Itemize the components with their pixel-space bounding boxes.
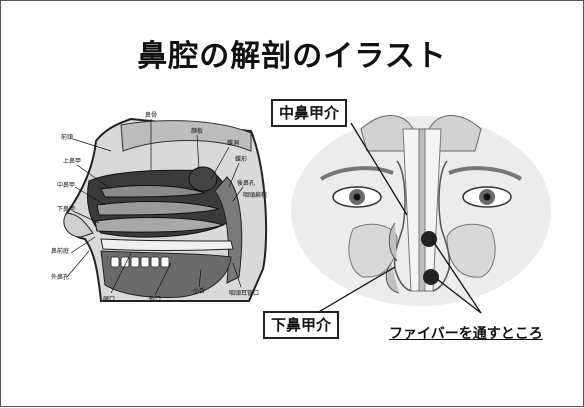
label-inferior-turbinate-small: 下鼻甲 bbox=[57, 205, 75, 213]
label-tube: 咽頭耳管口 bbox=[229, 289, 259, 297]
label-nasal-bone: 鼻骨 bbox=[145, 111, 157, 119]
label-frontal-bone: 前頭 bbox=[61, 133, 73, 141]
frontal-face-illustration bbox=[291, 116, 551, 314]
label-sphenoid: 蝶洞 bbox=[227, 139, 239, 147]
scope-point-upper bbox=[421, 231, 437, 247]
label-middle-turbinate-small: 中鼻甲 bbox=[57, 181, 75, 189]
label-nostril: 外鼻孔 bbox=[51, 273, 69, 281]
scope-point-lower bbox=[423, 269, 439, 285]
label-hard-palate: 硬口 bbox=[103, 296, 115, 303]
label-ethmoid: 篩板 bbox=[191, 127, 203, 135]
label-vestibule: 鼻前庭 bbox=[51, 247, 69, 255]
label-soft-palate: 軟口 bbox=[149, 295, 161, 303]
label-pharynx: 咽頭扁桃 bbox=[243, 191, 267, 199]
label-choana: 後鼻孔 bbox=[237, 179, 255, 187]
label-superior-turbinate: 上鼻甲 bbox=[63, 157, 81, 165]
sagittal-section-illustration: 前頭 鼻骨 上鼻甲 中鼻甲 下鼻甲 篩板 蝶洞 蝶形 後鼻孔 咽頭扁桃 鼻前庭 … bbox=[51, 111, 267, 303]
middle-turbinate-label: 中鼻甲介 bbox=[271, 99, 347, 127]
scope-path-label: ファイバーを通すところ bbox=[389, 323, 543, 343]
label-sella: 蝶形 bbox=[235, 155, 247, 163]
label-tongue: 小舌 bbox=[193, 287, 205, 295]
inferior-turbinate-label: 下鼻甲介 bbox=[263, 311, 339, 339]
